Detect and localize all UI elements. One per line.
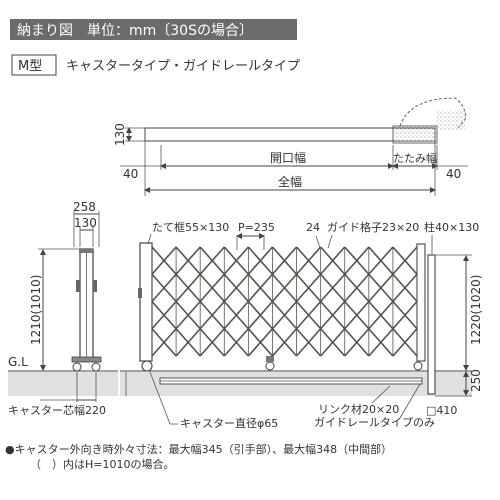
lattice-link <box>368 273 394 303</box>
side-height-label: 1210(1010) <box>29 275 43 345</box>
lattice-link <box>199 328 225 357</box>
lattice-link <box>247 300 274 330</box>
lattice-link <box>223 328 249 357</box>
lattice-link <box>223 273 249 303</box>
lattice-link <box>175 300 201 330</box>
lattice-link <box>320 246 346 275</box>
lattice-link <box>344 246 370 275</box>
side-width-outer: 258 <box>73 200 96 214</box>
side-view: 258 130 1210(1010) G.L キャスター芯幅220 <box>8 200 118 417</box>
elev-post <box>427 254 436 395</box>
lattice-link <box>392 328 418 357</box>
elev-caster-left <box>141 360 153 372</box>
elevation-view: たて框55×130 P=235 24 ガイド格子23×20 柱40×130 12… <box>120 220 483 430</box>
lattice-link <box>175 273 201 303</box>
plan-height-label: 130 <box>113 123 127 146</box>
lattice-link <box>295 273 322 303</box>
plan-opening-label: 開口幅 <box>270 150 306 165</box>
type-badge-box <box>11 54 57 76</box>
guide-lattice-label: ガイド格子23×20 <box>327 220 419 234</box>
header-bar <box>10 19 297 40</box>
elev-depth-label: 250 <box>469 369 483 392</box>
side-caster-left <box>72 362 82 372</box>
lattice-link <box>295 246 322 275</box>
plan-fold-block <box>392 125 438 144</box>
side-caster-right <box>91 362 101 372</box>
lattice-link <box>223 300 249 330</box>
type-badge: M型 <box>18 59 42 74</box>
elev-height-label: 1220(1020) <box>469 275 483 345</box>
plan-view: 130 40 40 開口幅 たたみ幅 全幅 <box>113 97 468 196</box>
lattice-link <box>271 328 298 357</box>
note-line-1: ●キャスター外向き時外々寸法：最大幅345（引手部）、最大幅348（中間部） <box>5 442 392 456</box>
elev-right-frame <box>416 243 426 362</box>
plan-post-block <box>437 110 465 130</box>
lattice-link <box>295 328 322 357</box>
guide-rail-label: ガイドレールタイプのみ <box>314 416 435 429</box>
lattice-link <box>199 246 225 275</box>
subtitle: キャスタータイプ・ガイドレールタイプ <box>66 59 300 74</box>
lattice-link <box>271 273 298 303</box>
lattice-link <box>151 300 177 330</box>
caster-diameter-label: キャスター直径φ65 <box>180 416 278 430</box>
link-label: リンク材20×20 <box>318 402 399 416</box>
lattice-link <box>368 328 394 357</box>
lattice-link <box>368 246 394 275</box>
lattice-link <box>320 328 346 357</box>
lattice-link <box>368 300 394 330</box>
lattice-link <box>392 300 418 330</box>
plan-left-offset: 40 <box>123 167 138 181</box>
note-line-2: （ ）内はH=1010の場合。 <box>30 457 174 471</box>
lattice-link <box>295 300 322 330</box>
ground-label: G.L <box>8 355 28 369</box>
side-ground <box>8 372 118 396</box>
lattice-link <box>320 300 346 330</box>
lattice-link <box>151 328 177 357</box>
lattice-link <box>271 300 298 330</box>
elev-caster-mid <box>265 361 275 371</box>
elev-caster-right <box>413 361 423 371</box>
pitch-label: P=235 <box>238 221 275 234</box>
lattice-link <box>175 246 201 275</box>
lattice-link <box>199 300 225 330</box>
plan-fold-label: たたみ幅 <box>393 152 437 165</box>
lattice-link <box>151 246 177 275</box>
lattice-link <box>247 273 274 303</box>
plan-gate-bar <box>144 127 436 142</box>
side-width-inner: 130 <box>74 216 97 230</box>
caster-center-label: キャスター芯幅220 <box>8 403 106 417</box>
elev-left-frame <box>139 242 153 362</box>
gate-lattice <box>151 246 418 357</box>
lattice-link <box>392 273 418 303</box>
lattice-link <box>392 246 418 275</box>
lattice-link <box>175 328 201 357</box>
frame-label: たて框55×130 <box>152 221 229 234</box>
lattice-link <box>271 246 298 275</box>
lattice-link <box>247 246 274 275</box>
lattice-link <box>151 273 177 303</box>
lattice-link <box>344 328 370 357</box>
lattice-link <box>344 273 370 303</box>
lattice-link <box>199 273 225 303</box>
lattice-link <box>344 300 370 330</box>
lattice-link <box>223 246 249 275</box>
plan-total-label: 全幅 <box>278 174 302 189</box>
header-title: 納まり図 単位：mm〔30Sの場合〕 <box>17 23 253 39</box>
plan-right-offset: 40 <box>446 167 461 181</box>
lattice-link <box>247 328 274 357</box>
small-dim-label: 24 <box>306 221 320 234</box>
lattice-link <box>320 273 346 303</box>
post-label: 柱40×130 <box>424 220 479 234</box>
rail-width-label: □410 <box>426 404 457 417</box>
